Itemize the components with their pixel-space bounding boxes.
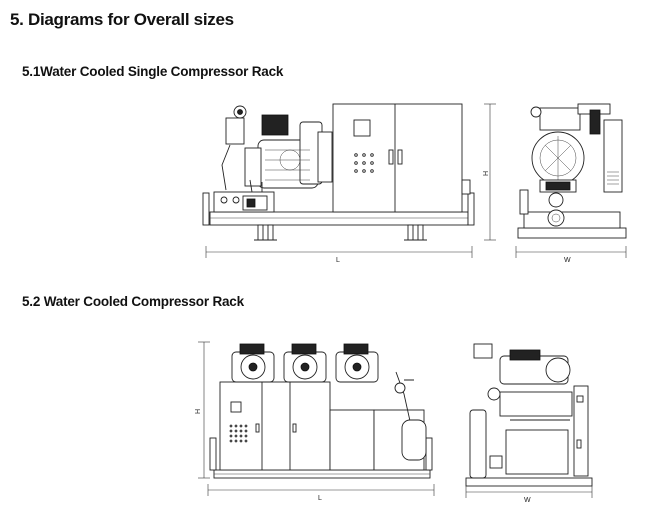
end-base — [517, 227, 627, 239]
compressor-2 — [283, 343, 327, 383]
subsection-title-multi-rack: 5.2 Water Cooled Compressor Rack — [22, 294, 244, 309]
end-base-multi — [465, 477, 593, 487]
single-rack-end-view: W — [515, 103, 627, 264]
end-cabinet — [603, 119, 623, 193]
multi-rack-end-view: W — [465, 343, 593, 504]
subsection-title-single-rack: 5.1Water Cooled Single Compressor Rack — [22, 64, 284, 79]
single-rack-side-view: L H — [202, 103, 496, 264]
dim-label-width-multi: W — [524, 497, 531, 504]
dim-label-height: H — [483, 171, 490, 176]
multi-rack-side-view: L H — [195, 341, 435, 502]
display-panel-multi — [230, 401, 242, 413]
dim-label-length-multi: L — [318, 495, 322, 502]
compressor-terminal-box — [261, 114, 289, 136]
compressor-1 — [231, 343, 275, 383]
control-cabinet-multi — [219, 381, 331, 471]
dim-label-width: W — [564, 257, 571, 264]
base-frame — [209, 211, 469, 226]
display-panel — [353, 119, 371, 137]
water-inlet-circle — [547, 209, 565, 227]
section-title: 5. Diagrams for Overall sizes — [10, 10, 234, 29]
control-cabinet — [332, 103, 463, 213]
compressor-3 — [335, 343, 379, 383]
dim-label-length: L — [336, 257, 340, 264]
dim-label-height-multi: H — [195, 409, 202, 414]
end-cabinet-multi — [573, 385, 589, 477]
